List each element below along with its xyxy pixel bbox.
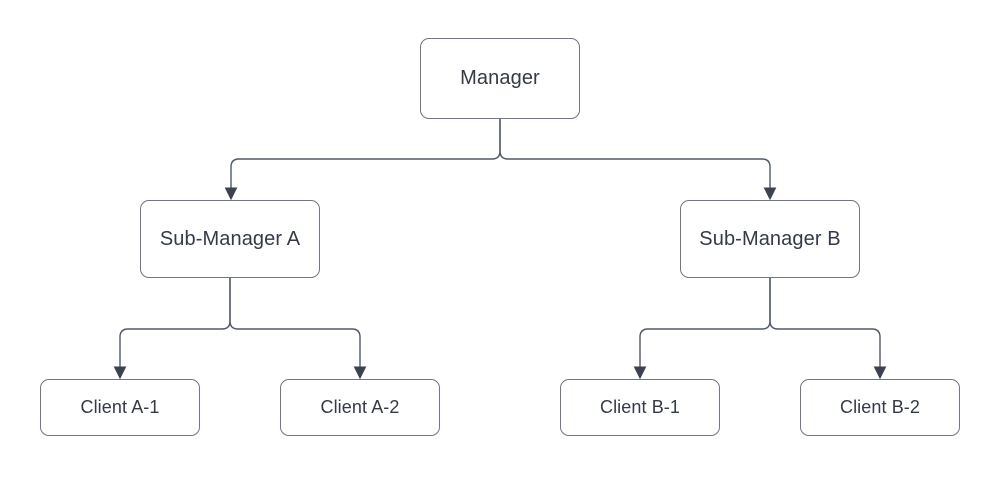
edge-sub-b-client-b-2 — [769, 278, 887, 380]
node-label: Sub-Manager B — [699, 227, 841, 250]
node-client-a-1[interactable]: Client A-1 — [40, 379, 200, 436]
node-client-b-2[interactable]: Client B-2 — [800, 379, 960, 436]
node-client-a-2[interactable]: Client A-2 — [280, 379, 440, 436]
edge-sub-a-client-a-2 — [229, 278, 367, 380]
node-sub-manager-b[interactable]: Sub-Manager B — [680, 200, 860, 278]
node-label: Client A-1 — [80, 397, 160, 417]
node-label: Client A-2 — [320, 397, 400, 417]
node-client-b-1[interactable]: Client B-1 — [560, 379, 720, 436]
node-sub-manager-a[interactable]: Sub-Manager A — [140, 200, 320, 278]
node-label: Manager — [460, 67, 540, 89]
edge-sub-b-client-b-1 — [633, 278, 771, 380]
node-label: Sub-Manager A — [159, 227, 301, 250]
node-label: Client B-2 — [839, 397, 921, 417]
edge-manager-sub-a — [224, 119, 501, 201]
node-manager[interactable]: Manager — [420, 38, 580, 119]
edge-manager-sub-b — [499, 119, 777, 201]
edge-sub-a-client-a-1 — [113, 278, 231, 380]
node-label: Client B-1 — [599, 397, 681, 417]
